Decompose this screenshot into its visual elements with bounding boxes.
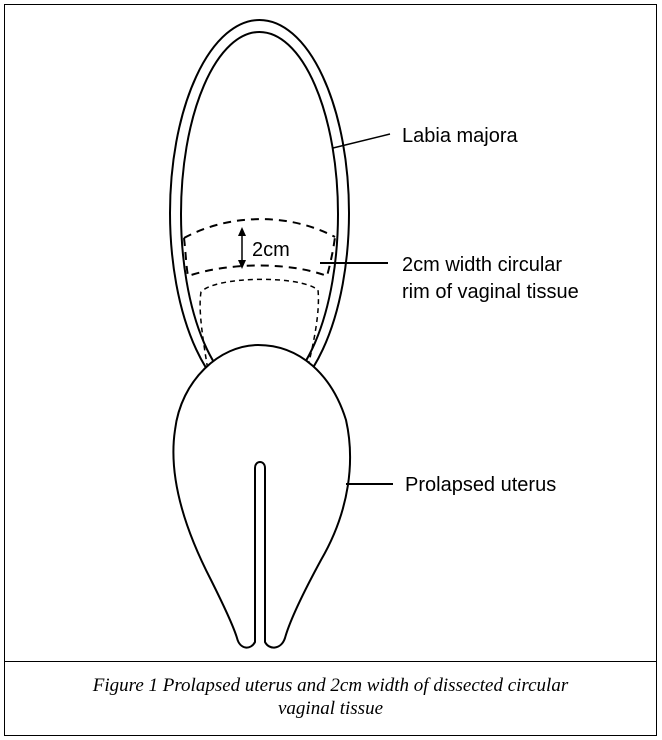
prolapsed-uterus	[173, 345, 350, 648]
width-arrow	[238, 227, 246, 269]
rim-label-line1: 2cm width circular	[402, 254, 562, 276]
prolapsed-uterus-label: Prolapsed uterus	[405, 474, 556, 496]
labia-majora-label: Labia majora	[402, 125, 519, 147]
figure-caption: Figure 1 Prolapsed uterus and 2cm width …	[4, 674, 657, 720]
rim-dashed-top	[184, 219, 335, 238]
caption-line-1: Figure 1 Prolapsed uterus and 2cm width …	[4, 674, 657, 697]
labia-majora-inner	[181, 32, 338, 396]
caption-divider	[4, 661, 657, 662]
rim-label-line2: rim of vaginal tissue	[402, 281, 579, 303]
width-mark-label: 2cm	[252, 239, 290, 261]
caption-line-2: vaginal tissue	[4, 697, 657, 720]
